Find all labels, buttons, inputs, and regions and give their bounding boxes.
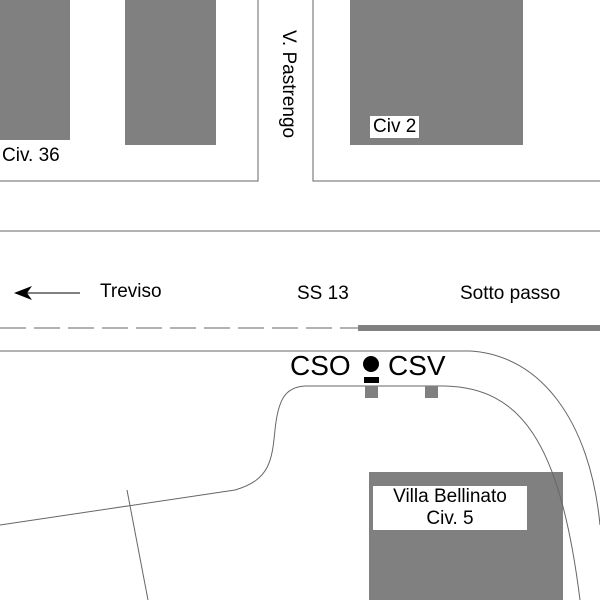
label-csv: CSV (388, 350, 446, 381)
label-villa-bellinato: Villa Bellinato Civ. 5 (373, 486, 527, 530)
label-ss13: SS 13 (297, 283, 349, 304)
lot-line-2 (126, 489, 149, 600)
label-villa-civ: Civ. 5 (426, 508, 474, 529)
label-cso: CSO (290, 350, 351, 381)
label-sotto-passo: Sotto passo (460, 283, 561, 304)
lot-line-1 (0, 489, 236, 526)
sensor-csv (425, 386, 438, 398)
road-edge-south (0, 350, 600, 526)
label-street-pastrengo: V. Pastrengo (278, 30, 299, 139)
arrow-left-icon (14, 286, 80, 300)
station-marker-icon (363, 356, 379, 383)
label-treviso: Treviso (100, 281, 162, 302)
block-outline-right (312, 0, 600, 182)
underpass-line (358, 325, 600, 331)
building-civ36-b (125, 0, 216, 145)
label-civ36: Civ. 36 (0, 145, 62, 167)
side-road-inner (234, 385, 581, 600)
sensor-cso (365, 386, 378, 398)
label-villa-name: Villa Bellinato (393, 486, 507, 507)
block-outline-left (0, 0, 259, 182)
building-civ36-a (0, 0, 70, 140)
label-civ2: Civ 2 (370, 116, 420, 138)
